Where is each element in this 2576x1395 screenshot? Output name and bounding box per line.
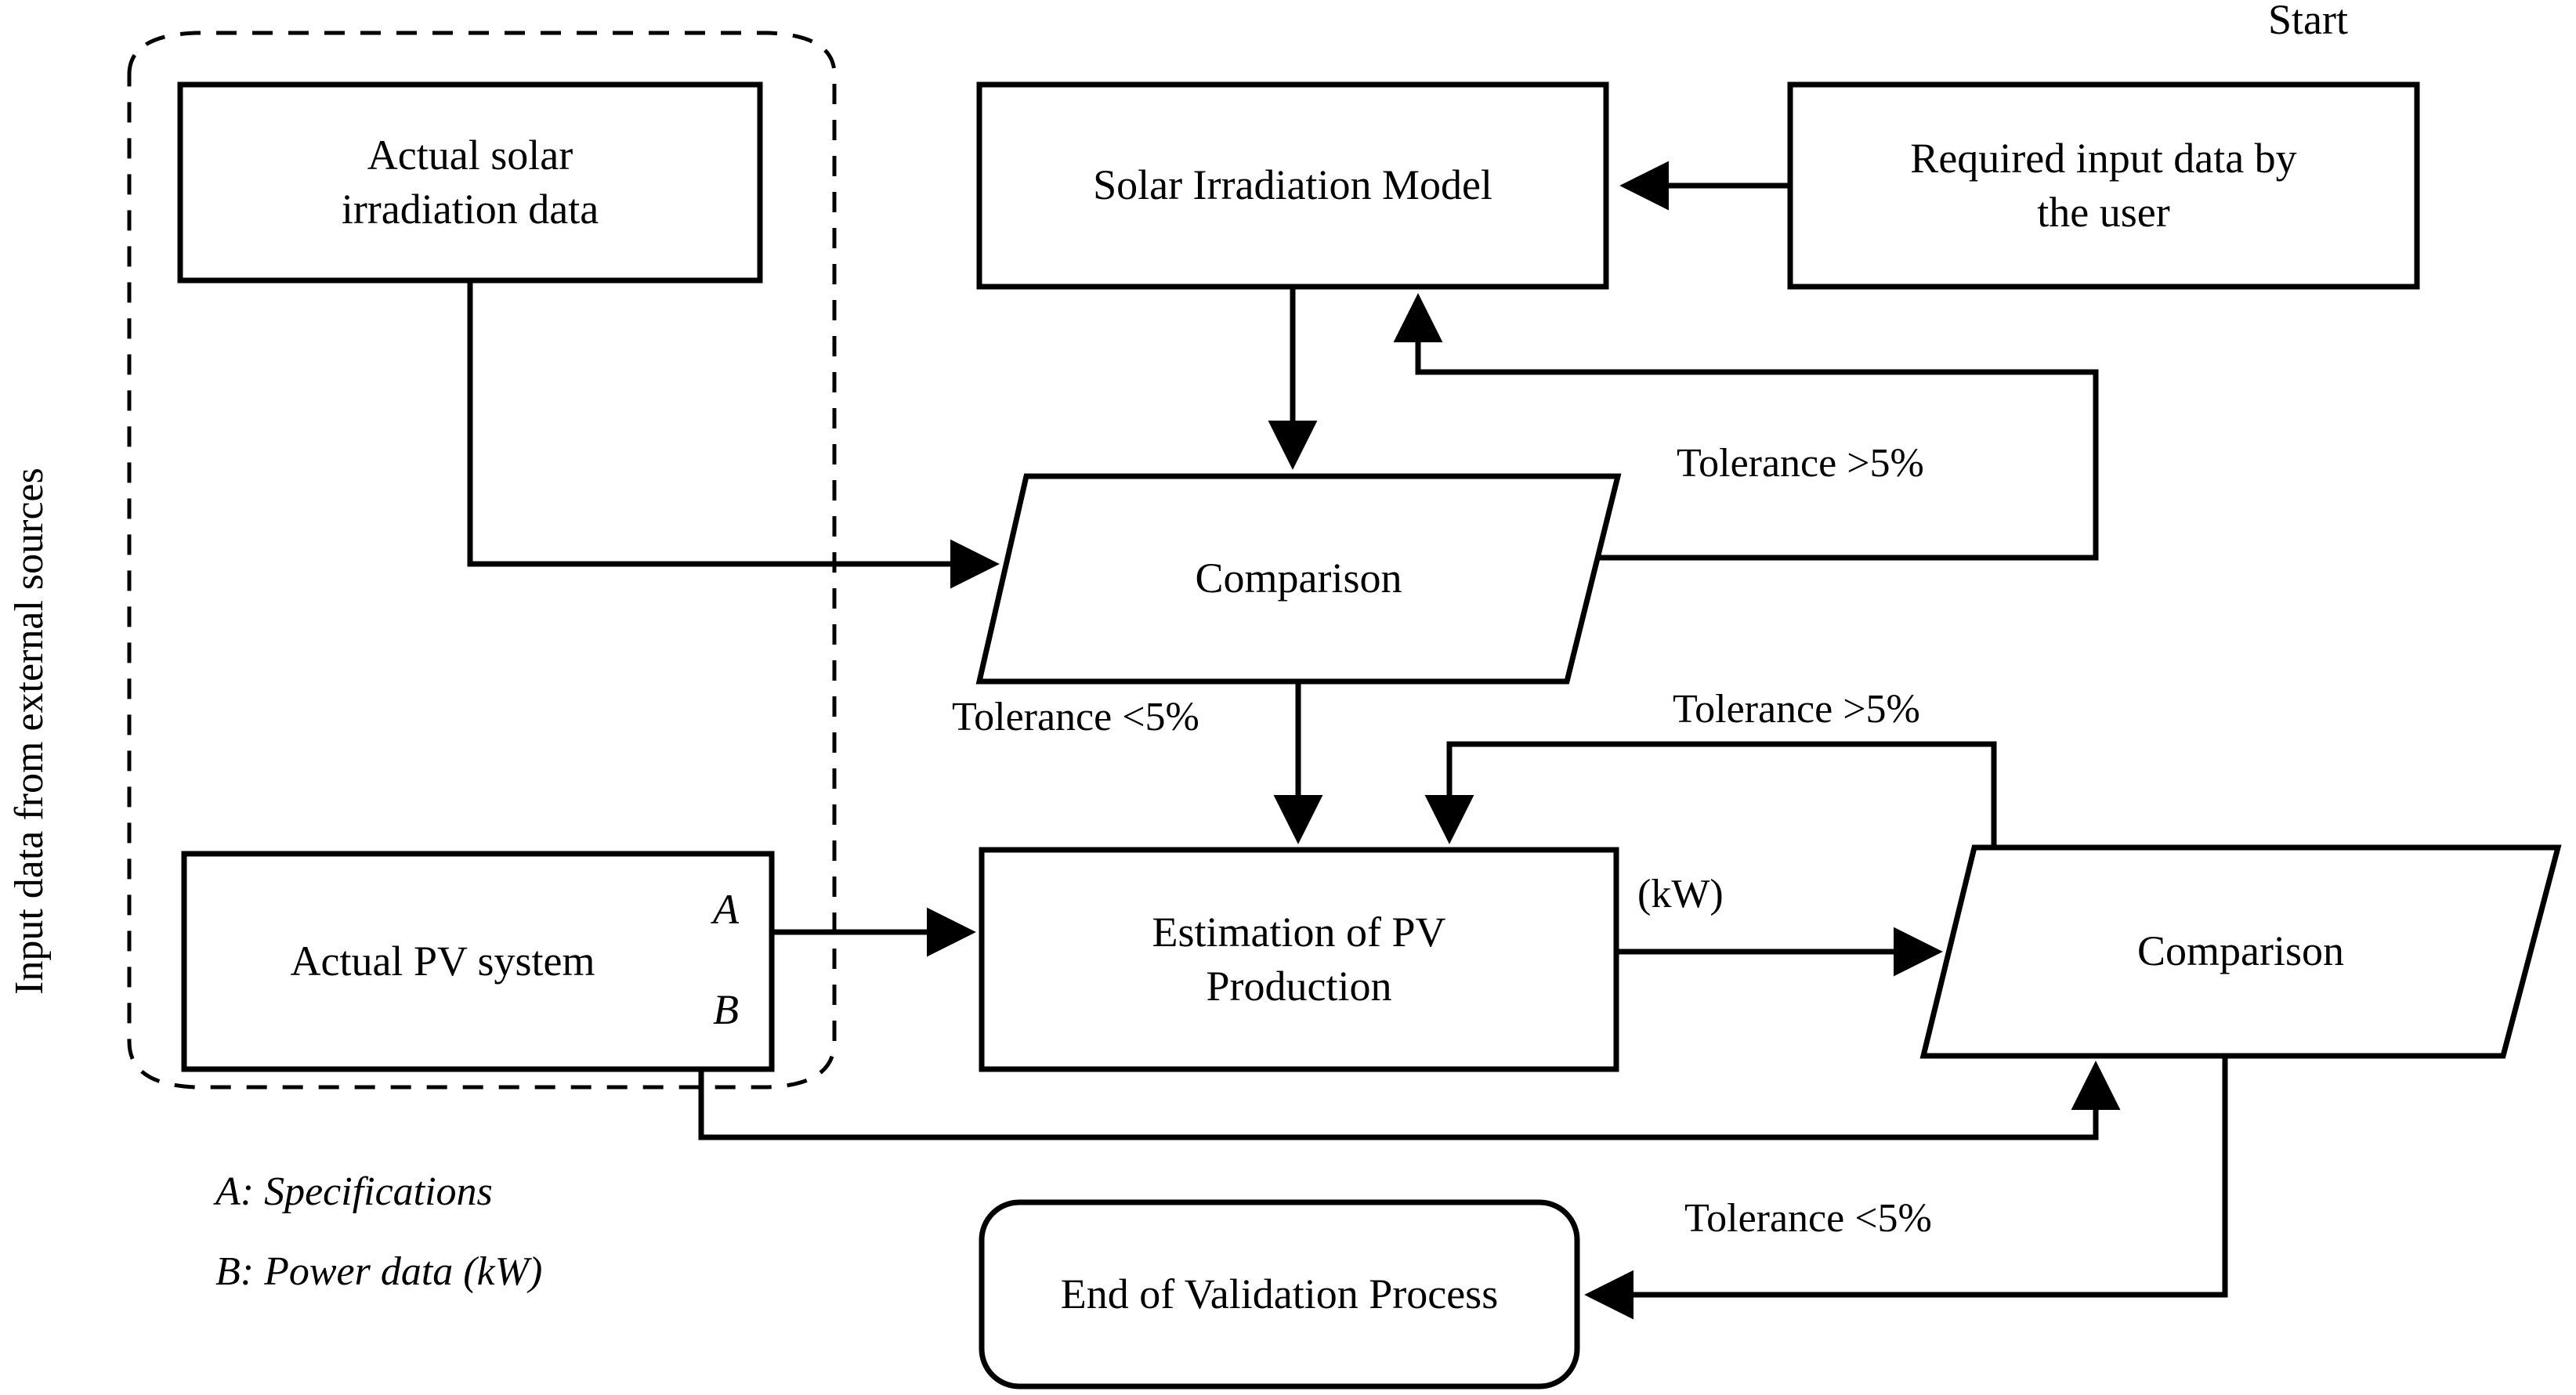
node-comparison-bottom	[1919, 844, 2562, 1059]
node-label-solar-irradiation-model: Solar Irradiation Model	[1093, 161, 1492, 209]
edge-tolerance-gt5-to-estimation	[1424, 741, 1997, 847]
node-required-input-data	[1787, 81, 2420, 290]
edge-label-tolerance-lt5-top: Tolerance <5%	[952, 695, 1199, 739]
node-actual-solar-irradiation-data	[177, 81, 763, 284]
edge-label-tolerance-gt5-top: Tolerance >5%	[1677, 441, 1924, 486]
node-solar-irradiation-model	[976, 81, 1609, 290]
input-group-label: Input data from external sources	[7, 468, 52, 995]
node-label-comparison-top: Comparison	[1195, 555, 1402, 602]
node-estimation-of-pv-production	[979, 847, 1619, 1072]
edge-actual-solar-to-comparison-top	[467, 280, 1000, 589]
node-label-end-of-validation-process: End of Validation Process	[1060, 1270, 1499, 1317]
edge-tolerance-gt5-to-solar-model	[1393, 293, 2099, 561]
port-label-b: B	[713, 986, 739, 1033]
node-comparison-top	[975, 473, 1622, 685]
node-label-comparison-bottom: Comparison	[2137, 927, 2344, 975]
node-label-actual-solar-irradiation-data: Actual solar irradiation data	[341, 131, 599, 233]
node-end-of-validation-process	[979, 1199, 1580, 1390]
legend-item-b: B: Power data (kW)	[215, 1249, 543, 1294]
edge-label-kw: (kW)	[1637, 872, 1724, 916]
edge-pv-system-b-to-comparison-bottom	[698, 1061, 2121, 1140]
edge-tolerance-lt5-to-end	[1584, 1056, 2228, 1320]
edge-label-tolerance-lt5-bottom: Tolerance <5%	[1684, 1196, 1932, 1241]
legend-item-a: A: Specifications	[215, 1169, 493, 1214]
start-label: Start	[2268, 0, 2348, 43]
node-label-estimation-of-pv-production: Estimation of PV Production	[1152, 908, 1446, 1010]
port-label-a: A	[713, 886, 739, 933]
node-actual-pv-system	[181, 851, 775, 1072]
node-label-actual-pv-system: Actual PV system	[290, 937, 595, 985]
edge-label-tolerance-gt5-bottom: Tolerance >5%	[1673, 687, 1920, 732]
node-label-required-input-data: Required input data by the user	[1910, 134, 2297, 236]
